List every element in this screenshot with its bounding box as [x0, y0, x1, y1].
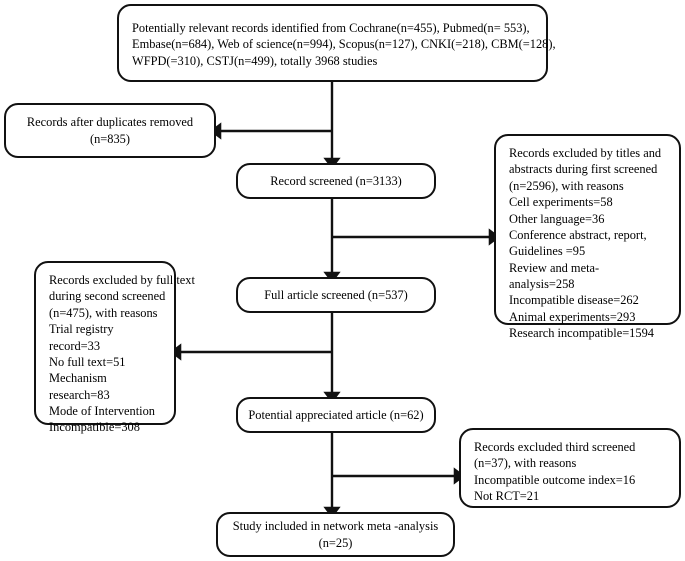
identification-line-2: Embase(n=684), Web of science(n=994), Sc…: [132, 37, 556, 52]
node-duplicates-removed: Records after duplicates removed (n=835): [4, 103, 216, 158]
excluded-second-line-10: Incompatible=308: [49, 420, 140, 435]
excluded-first-line-9: analysis=258: [509, 277, 575, 291]
node-excluded-third-screening: Records excluded third screened (n=37), …: [459, 428, 681, 508]
excluded-first-line-6: Conference abstract, report,: [509, 227, 647, 242]
excluded-second-line-1: Records excluded by full text: [49, 273, 195, 287]
excluded-second-line-2: during second screened: [49, 289, 166, 304]
excluded-first-line-12: Research incompatible=1594: [509, 326, 654, 341]
node-excluded-first-screening: Records excluded by titles and abstracts…: [494, 134, 681, 340]
excluded-second-line-5: record=33: [49, 338, 101, 353]
excluded-first-line-10: Incompatible disease=262: [509, 293, 639, 308]
excluded-second-line-9: Mode of Intervention: [49, 404, 155, 418]
excluded-third-line-1: Records excluded third screened: [474, 440, 636, 454]
full-article-screened-label: Full article screened (n=537): [264, 287, 408, 302]
excluded-first-line-8: Review and meta-: [509, 260, 600, 275]
excluded-first-line-4: Cell experiments=58: [509, 195, 613, 210]
node-identification: Potentially relevant records identified …: [117, 4, 556, 82]
node-full-article-screened: Full article screened (n=537): [236, 277, 436, 313]
excluded-second-line-3: (n=475), with reasons: [49, 305, 158, 320]
excluded-third-line-2: (n=37), with reasons: [474, 456, 577, 471]
excluded-first-line-11: Animal experiments=293: [509, 309, 636, 324]
included-line-1: Study included in network meta -analysis: [232, 519, 439, 534]
record-screened-label: Record screened (n=3133): [270, 173, 402, 188]
duplicates-removed-line-1: Records after duplicates removed: [26, 115, 194, 130]
excluded-first-line-2: abstracts during first screened: [509, 162, 658, 177]
excluded-first-line-7: Guidelines =95: [509, 244, 586, 259]
node-record-screened: Record screened (n=3133): [236, 163, 436, 199]
node-excluded-second-screening: Records excluded by full text during sec…: [34, 261, 195, 434]
excluded-first-line-1: Records excluded by titles and: [509, 146, 662, 160]
node-included-studies: Study included in network meta -analysis…: [216, 512, 455, 557]
excluded-first-line-3: (n=2596), with reasons: [509, 178, 624, 193]
excluded-second-line-4: Trial registry: [49, 322, 114, 337]
identification-line-3: WFPD(=310), CSTJ(n=499), totally 3968 st…: [132, 53, 378, 68]
potential-appreciated-label: Potential appreciated article (n=62): [248, 407, 424, 422]
excluded-third-line-3: Incompatible outcome index=16: [474, 472, 636, 487]
excluded-first-line-5: Other language=36: [509, 211, 605, 226]
excluded-second-line-6: No full text=51: [49, 354, 126, 369]
excluded-third-line-4: Not RCT=21: [474, 489, 540, 504]
excluded-second-line-7: Mechanism: [49, 371, 107, 386]
excluded-second-line-8: research=83: [49, 387, 110, 402]
included-line-2: (n=25): [318, 535, 353, 550]
identification-line-1: Potentially relevant records identified …: [132, 21, 530, 35]
node-potential-appreciated-article: Potential appreciated article (n=62): [236, 397, 436, 433]
duplicates-removed-line-2: (n=835): [89, 131, 131, 146]
